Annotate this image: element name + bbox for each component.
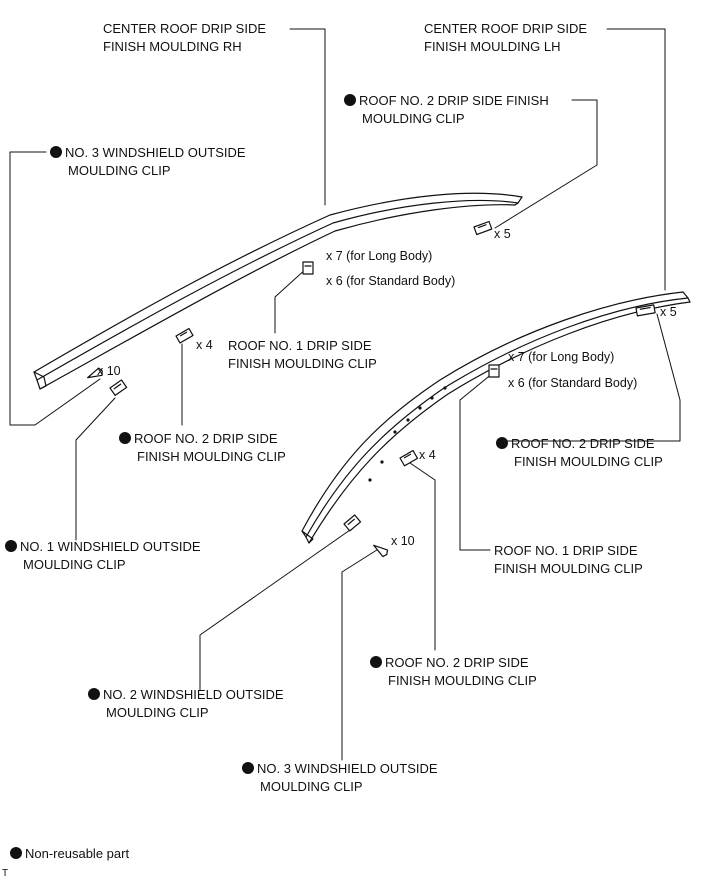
qty-x6-right: x 6 (for Standard Body) — [508, 376, 638, 390]
label-ws3-clip-bottom: NO. 3 WINDSHIELD OUTSIDE MOULDING CLIP — [242, 760, 438, 796]
non-reusable-icon — [119, 432, 131, 444]
label-roof-no2-clip-left: ROOF NO. 2 DRIP SIDE FINISH MOULDING CLI… — [119, 430, 286, 466]
roof-no2-clip-right-bottom-icon — [399, 449, 419, 467]
non-reusable-icon — [370, 656, 382, 668]
label-roof-no2-clip-top: ROOF NO. 2 DRIP SIDE FINISH MOULDING CLI… — [344, 92, 549, 128]
roof-no2-clip-top-icon — [473, 220, 493, 236]
non-reusable-icon — [5, 540, 17, 552]
qty-x10-bottom: x 10 — [391, 534, 415, 548]
qty-x7-right: x 7 (for Long Body) — [508, 350, 615, 364]
label-ws3-clip-left: NO. 3 WINDSHIELD OUTSIDE MOULDING CLIP — [50, 144, 246, 180]
ws3-clip-left-icon — [87, 367, 103, 379]
label-roof-no1-clip-left: ROOF NO. 1 DRIP SIDE FINISH MOULDING CLI… — [228, 338, 377, 371]
moulding-clip-holes — [368, 386, 447, 482]
label-roof-no2-clip-bottom: ROOF NO. 2 DRIP SIDE FINISH MOULDING CLI… — [370, 654, 537, 690]
qty-x4-right: x 4 — [419, 448, 436, 462]
qty-x10-left: x 10 — [97, 364, 121, 378]
label-center-roof-moulding-lh: CENTER ROOF DRIP SIDE FINISH MOULDING LH — [424, 21, 588, 54]
roof-no2-clip-right-top-icon — [635, 304, 656, 317]
roof-no2-clip-left-icon — [175, 327, 194, 344]
center-roof-drip-side-finish-moulding-lh — [301, 291, 691, 544]
leader-lines — [9, 28, 681, 761]
roof-no1-clip-left-icon — [302, 261, 314, 275]
qty-x4-left: x 4 — [196, 338, 213, 352]
non-reusable-icon — [242, 762, 254, 774]
legend: Non-reusable part — [10, 845, 129, 863]
non-reusable-icon — [496, 437, 508, 449]
qty-x5-right: x 5 — [660, 305, 677, 319]
ws2-clip-icon — [343, 514, 362, 532]
label-roof-no1-clip-right: ROOF NO. 1 DRIP SIDE FINISH MOULDING CLI… — [494, 543, 643, 576]
ws3-clip-bottom-icon — [373, 544, 389, 558]
label-ws2-clip: NO. 2 WINDSHIELD OUTSIDE MOULDING CLIP — [88, 686, 284, 722]
label-center-roof-moulding-rh: CENTER ROOF DRIP SIDE FINISH MOULDING RH — [103, 21, 267, 54]
qty-x6-left: x 6 (for Standard Body) — [326, 274, 456, 288]
qty-x5-top: x 5 — [494, 227, 511, 241]
non-reusable-icon — [344, 94, 356, 106]
ws1-clip-icon — [109, 379, 128, 396]
label-ws1-clip: NO. 1 WINDSHIELD OUTSIDE MOULDING CLIP — [5, 538, 201, 574]
filled-circle-icon — [10, 847, 22, 859]
legend-text: Non-reusable part — [25, 846, 130, 861]
clips — [87, 220, 656, 558]
footer-code: T — [2, 868, 9, 879]
label-roof-no2-clip-right: ROOF NO. 2 DRIP SIDE FINISH MOULDING CLI… — [496, 435, 663, 471]
roof-no1-clip-right-icon — [488, 364, 500, 378]
non-reusable-icon — [88, 688, 100, 700]
non-reusable-icon — [50, 146, 62, 158]
center-roof-drip-side-finish-moulding-rh — [33, 192, 523, 390]
qty-x7-left: x 7 (for Long Body) — [326, 249, 433, 263]
